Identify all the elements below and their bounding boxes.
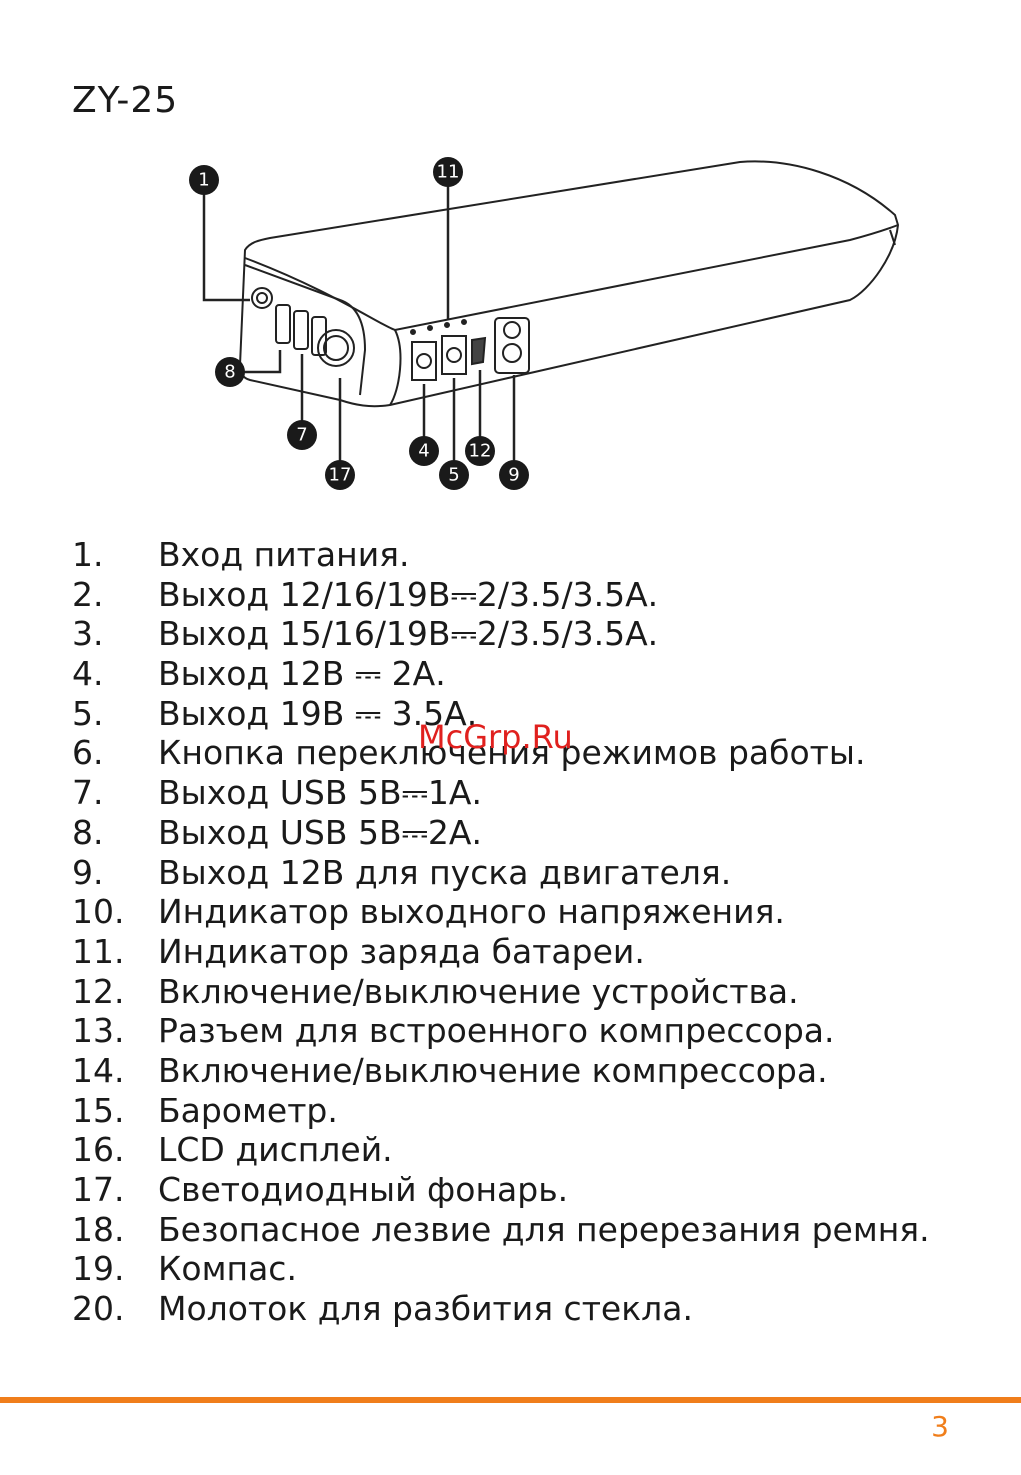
list-item: 2.Выход 12/16/19В⎓2/3.5/3.5А. bbox=[72, 574, 659, 614]
list-item: 9.Выход 12В для пуска двигателя. bbox=[72, 852, 732, 892]
list-item: 8.Выход USB 5В⎓2А. bbox=[72, 812, 482, 852]
svg-text:5: 5 bbox=[448, 465, 459, 486]
list-item: 11.Индикатор заряда батареи. bbox=[72, 931, 645, 971]
callout-5: 5 bbox=[439, 460, 469, 490]
callout-12: 12 bbox=[465, 436, 495, 466]
callout-8: 8 bbox=[215, 357, 245, 387]
callout-9: 9 bbox=[499, 460, 529, 490]
list-item: 5.Выход 19В ⎓ 3.5А. bbox=[72, 693, 478, 733]
list-item: 19.Компас. bbox=[72, 1249, 297, 1289]
list-item: 18.Безопасное лезвие для перерезания рем… bbox=[72, 1209, 930, 1249]
list-item: 1.Вход питания. bbox=[72, 535, 410, 574]
svg-text:4: 4 bbox=[418, 441, 429, 462]
callout-4: 4 bbox=[409, 436, 439, 466]
list-item: 4.Выход 12В ⎓ 2А. bbox=[72, 654, 446, 694]
device-diagram: 1 11 8 7 17 4 12 5 9 bbox=[189, 157, 900, 490]
page-number: 3 bbox=[931, 1410, 949, 1443]
svg-text:7: 7 bbox=[296, 425, 307, 446]
list-item: 14.Включение/выключение компрессора. bbox=[72, 1050, 828, 1090]
callout-7: 7 bbox=[287, 420, 317, 450]
model-title: ZY-25 bbox=[72, 80, 179, 121]
list-item: 17.Светодиодный фонарь. bbox=[72, 1170, 569, 1209]
list-item: 10.Индикатор выходного напряжения. bbox=[72, 892, 785, 932]
list-item: 12.Включение/выключение устройства. bbox=[72, 971, 799, 1011]
svg-text:12: 12 bbox=[469, 441, 492, 462]
svg-text:1: 1 bbox=[198, 170, 209, 191]
list-item: 20.Молоток для разбития стекла. bbox=[72, 1289, 693, 1329]
callout-1: 1 bbox=[189, 165, 219, 195]
list-item: 15.Барометр. bbox=[72, 1090, 338, 1130]
list-item: 13.Разъем для встроенного компрессора. bbox=[72, 1011, 835, 1051]
callout-17: 17 bbox=[325, 460, 355, 490]
list-item: 7.Выход USB 5В⎓1А. bbox=[72, 773, 482, 813]
callout-11: 11 bbox=[433, 157, 463, 187]
svg-text:11: 11 bbox=[437, 162, 460, 183]
footer-divider bbox=[0, 1397, 1021, 1403]
list-item: 6.Кнопка переключения режимов работы. bbox=[72, 733, 866, 773]
list-item: 3.Выход 15/16/19В⎓2/3.5/3.5А. bbox=[72, 614, 659, 654]
svg-text:9: 9 bbox=[508, 465, 519, 486]
svg-text:8: 8 bbox=[224, 362, 235, 383]
feature-list: 1.Вход питания. 2.Выход 12/16/19В⎓2/3.5/… bbox=[72, 535, 930, 1329]
svg-text:17: 17 bbox=[329, 465, 352, 486]
list-item: 16.LCD дисплей. bbox=[72, 1130, 393, 1170]
watermark: McGrp.Ru bbox=[418, 718, 573, 756]
